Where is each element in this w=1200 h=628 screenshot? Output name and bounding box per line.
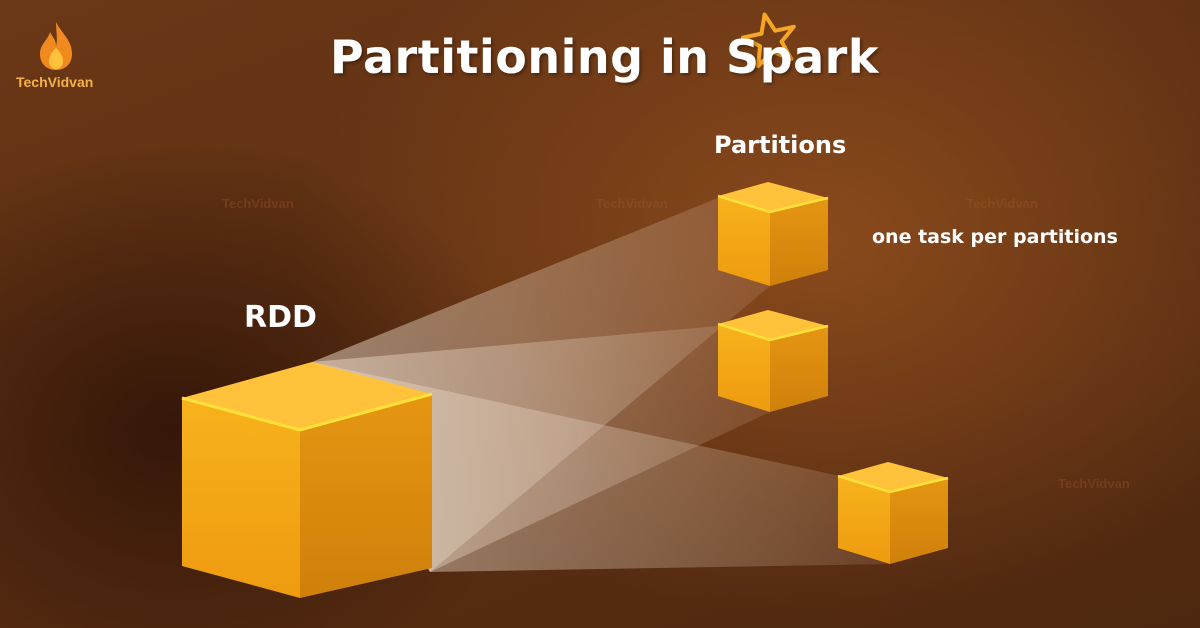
flame-logo-icon	[40, 22, 72, 70]
page-title: Partitioning in Spark	[330, 30, 879, 84]
watermark: TechVidvan	[1058, 476, 1130, 491]
partition-cube-2	[717, 310, 829, 412]
rdd-cube	[181, 362, 433, 598]
task-note: one task per partitions	[872, 226, 1118, 248]
partition-cube-1	[717, 182, 829, 286]
watermark: TechVidvan	[222, 196, 294, 211]
star-icon	[740, 12, 796, 69]
watermark: TechVidvan	[966, 196, 1038, 211]
partition-cube-3	[837, 462, 949, 564]
partitions-label: Partitions	[714, 131, 847, 159]
logo-text: TechVidvan	[16, 74, 94, 90]
beam-to-partition-3	[312, 362, 890, 572]
watermark: TechVidvan	[596, 196, 668, 211]
rdd-label: RDD	[244, 300, 317, 335]
